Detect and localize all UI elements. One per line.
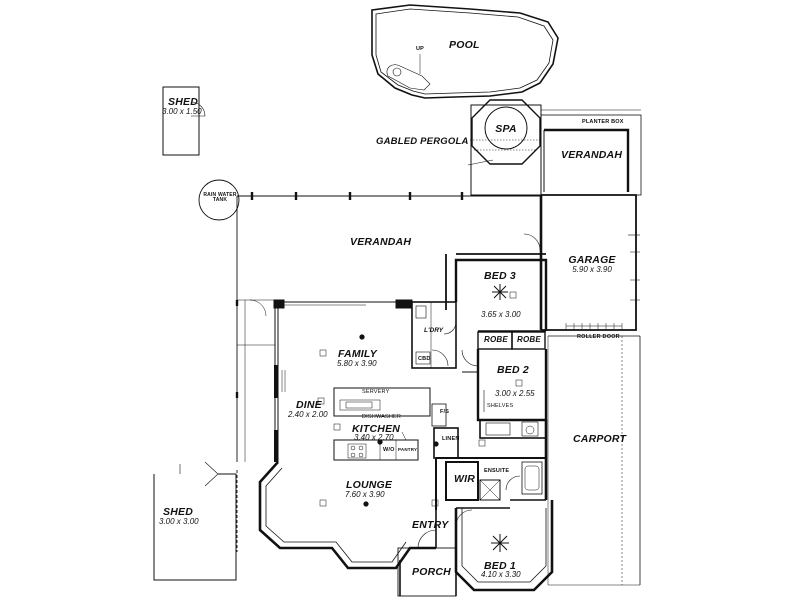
bed3-label: BED 3 bbox=[484, 270, 516, 282]
porch-label: PORCH bbox=[412, 566, 451, 578]
family-dim: 5.80 x 3.90 bbox=[337, 359, 377, 368]
wo-label: W/O bbox=[383, 447, 395, 453]
house-walls bbox=[258, 253, 554, 597]
bed2-label: BED 2 bbox=[497, 364, 529, 376]
kitchen-dim: 3.40 x 2.70 bbox=[354, 433, 394, 442]
dine-dim: 2.40 x 2.00 bbox=[288, 410, 328, 419]
ensuite-label: ENSUITE bbox=[484, 468, 510, 474]
planter-box-label: PLANTER BOX bbox=[582, 119, 624, 125]
carport bbox=[547, 335, 641, 586]
pool-up-label: UP bbox=[415, 46, 425, 52]
gabled-pergola-label: GABLED PERGOLA bbox=[376, 136, 469, 147]
servery-label: SERVERY bbox=[362, 389, 390, 395]
bed2-dim: 3.00 x 2.55 bbox=[495, 389, 535, 398]
carport-label: CARPORT bbox=[573, 433, 627, 445]
bed1-dim: 4.10 x 3.30 bbox=[481, 570, 521, 579]
shed-top bbox=[162, 86, 206, 156]
pool bbox=[371, 4, 559, 99]
lounge-label: LOUNGE bbox=[346, 479, 393, 491]
lounge-dim: 7.60 x 3.90 bbox=[345, 490, 385, 499]
roller-door-label: ROLLER DOOR bbox=[577, 334, 620, 340]
wir-label: WIR bbox=[454, 473, 476, 485]
shed-bottom-label: SHED bbox=[163, 506, 193, 518]
shed-top-dim: 3.00 x 1.50 bbox=[162, 107, 202, 116]
family-label: FAMILY bbox=[338, 348, 377, 360]
rain-water-tank bbox=[198, 179, 240, 221]
dishwasher-label: DISHWASHER bbox=[362, 414, 402, 420]
pool-label: POOL bbox=[449, 39, 480, 51]
bed1-label: BED 1 bbox=[484, 560, 516, 572]
robe-2-label: ROBE bbox=[517, 335, 541, 344]
verandah-rear-label: VERANDAH bbox=[561, 149, 623, 161]
garage-dim: 5.90 x 3.90 bbox=[572, 265, 612, 274]
verandah-main-label: VERANDAH bbox=[350, 236, 412, 248]
linen-label: LINEN bbox=[442, 436, 460, 442]
entry-label: ENTRY bbox=[412, 519, 449, 531]
robe-1-label: ROBE bbox=[484, 335, 508, 344]
ceiling-fans bbox=[491, 284, 509, 552]
spa-label: SPA bbox=[495, 123, 517, 135]
shelves-label: SHELVES bbox=[487, 403, 514, 409]
shed-bottom-dim: 3.00 x 3.00 bbox=[159, 517, 199, 526]
light-markers bbox=[317, 291, 523, 507]
dine-label: DINE bbox=[296, 399, 322, 411]
verandah-outline bbox=[235, 192, 540, 552]
pergola-verandah-rear bbox=[467, 104, 642, 196]
cbd-label: CBD bbox=[418, 356, 431, 362]
fs-label: F/S bbox=[440, 409, 450, 415]
rain-water-tank-label: RAIN WATER TANK bbox=[203, 192, 237, 203]
pantry-label: PANTRY bbox=[398, 447, 418, 452]
shed-top-label: SHED bbox=[168, 96, 198, 108]
spa bbox=[470, 99, 541, 165]
bed3-dim: 3.65 x 3.00 bbox=[481, 310, 521, 319]
ldry-label: L'DRY bbox=[424, 327, 444, 334]
garage bbox=[523, 194, 640, 331]
shed-bottom bbox=[153, 461, 237, 581]
garage-label: GARAGE bbox=[568, 254, 616, 266]
kitchen-label: KITCHEN bbox=[352, 423, 401, 435]
